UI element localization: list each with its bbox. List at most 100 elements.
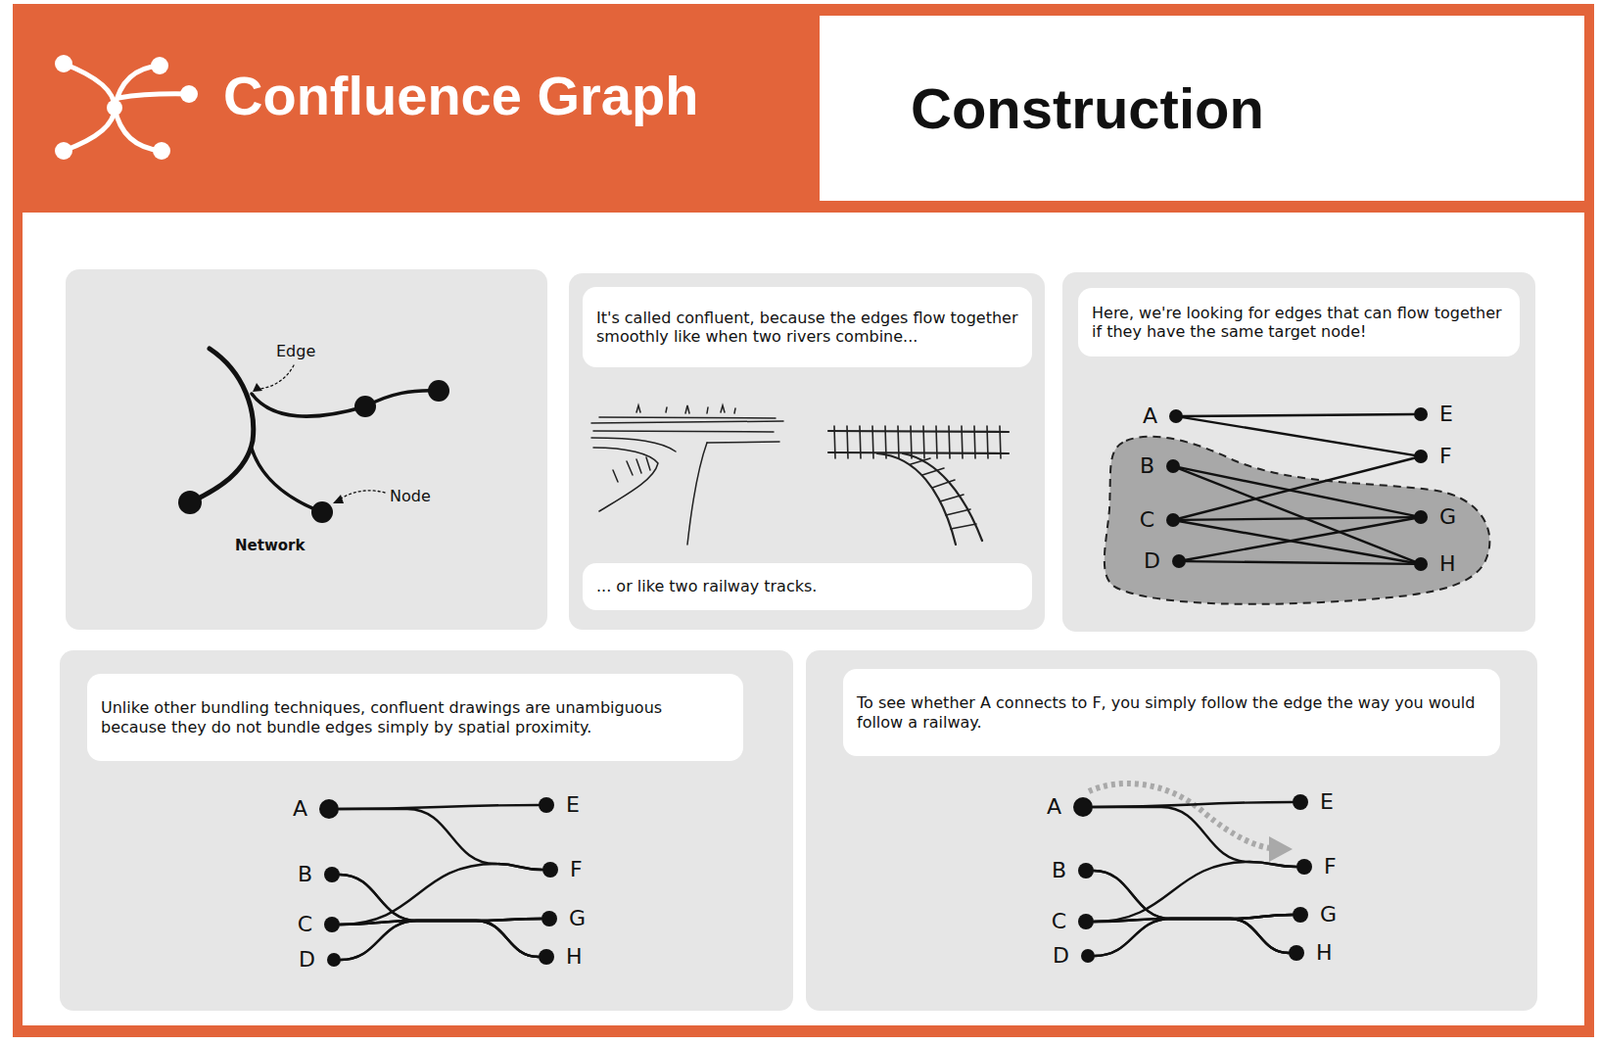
poster-title: Confluence Graph [223,68,699,124]
vertex-label: A [1046,796,1062,818]
vertex-label-holder: A [1142,405,1158,427]
graph-edge [339,863,543,925]
vertex-label-holder: B [1051,859,1067,882]
vertex-label-holder: H [1439,553,1457,575]
vertex-label-holder: D [1052,944,1070,967]
vertex-label: E [565,794,580,816]
vertex-label: A [1142,405,1158,427]
graph-edge [1094,914,1293,956]
graph-vertex: B [324,866,340,883]
graph-vertex: H [538,948,555,965]
logo-dot [54,141,73,160]
river-bank [591,421,784,424]
vertex-label-holder: C [297,913,313,936]
logo-dot [106,99,123,116]
graph-edge [338,808,543,870]
panel [1062,272,1536,632]
vertex-label-holder: C [1139,509,1155,531]
leader-line [258,365,294,389]
graph-edge [1093,870,1289,953]
network-edge [251,448,323,513]
vertex-label-holder: G [1319,903,1337,926]
graph-vertex: A [1073,797,1093,817]
annotation-label: Network [235,536,305,555]
rail [828,430,1009,454]
river-hatching [612,457,651,482]
vertex-label: D [1143,550,1161,572]
annotation-label: Node [389,486,431,506]
vertex-label-holder: H [1316,941,1333,964]
graph-vertex: D [327,952,341,967]
graph-edge [1185,517,1414,560]
graph-vertex: F [1413,449,1428,464]
graph-vertex: A [319,799,339,819]
graph-edge [339,874,539,957]
network-sketch-dots [178,379,450,523]
river-bank [593,447,659,512]
logo-curve [114,107,162,151]
network-edge [251,393,366,417]
network-node [354,395,377,418]
vertex-label-holder: F [1439,445,1453,468]
vertex-label: B [1051,859,1067,882]
graph-edge [1179,517,1414,520]
graph-edge [339,874,542,921]
vertex-label: E [1319,791,1334,813]
vertex-label: E [1439,403,1454,425]
network-edge [365,390,439,407]
speech-bubble: It's called confluent, because the edges… [582,286,1033,368]
poster-body [22,212,1585,1026]
heading-box: Construction [819,15,1585,201]
network-node [311,501,333,523]
vertex-label-holder: A [292,798,308,820]
graph-vertex: H [1413,557,1428,571]
graph-vertex: G [541,910,558,927]
vertex-label-holder: D [298,948,316,971]
vertex-label: B [1139,455,1155,477]
vertex-label-holder: G [568,907,586,930]
leader-arrowhead [252,382,263,392]
logo-dot [54,54,73,73]
river-bank [687,442,707,545]
vertex-label: F [569,858,583,881]
vertex-label: F [1323,855,1337,878]
vertex-label: G [1319,903,1337,926]
leader-arrowhead [332,494,344,504]
poster-frame [12,3,1595,1037]
vertex-label: B [297,863,313,886]
logo-curve [114,65,160,108]
logo-dot [152,141,171,160]
network-edge [189,348,254,503]
label-holder: Edge [276,341,316,361]
vertex-label: H [1439,553,1457,575]
vertex-label: D [1052,944,1070,967]
graph-vertex: G [1292,906,1309,923]
bubble-text: ... or like two railway tracks. [596,576,817,596]
follow-arrowhead [1269,836,1293,862]
logo-dot [150,56,169,75]
bubble-text: Here, we're looking for edges that can f… [1091,303,1506,341]
vertex-label: H [565,945,583,968]
annotation-label: Edge [276,341,316,361]
graph-edge [340,918,542,960]
logo-curve [118,94,189,98]
vertex-label: C [1139,509,1155,531]
graph-vertex: B [1166,459,1180,473]
grass-tufts [636,405,736,414]
vertex-label-holder: E [565,794,580,816]
vertex-label-holder: E [1439,403,1454,425]
graph-vertex: A [1169,409,1183,424]
graph-edge [1093,861,1297,922]
graph-vertex: F [542,861,559,878]
graph-edge [1179,458,1414,519]
vertex-label-holder: C [1051,910,1067,933]
graph-edge [1179,520,1414,564]
graph-vertex: C [1078,913,1094,930]
logo-dots [54,54,198,160]
vertex-label-holder: A [1046,796,1062,818]
river-bank [706,441,780,443]
panel [59,650,794,1011]
vertex-label-holder: F [569,858,583,881]
graph-vertex: B [1078,862,1094,879]
